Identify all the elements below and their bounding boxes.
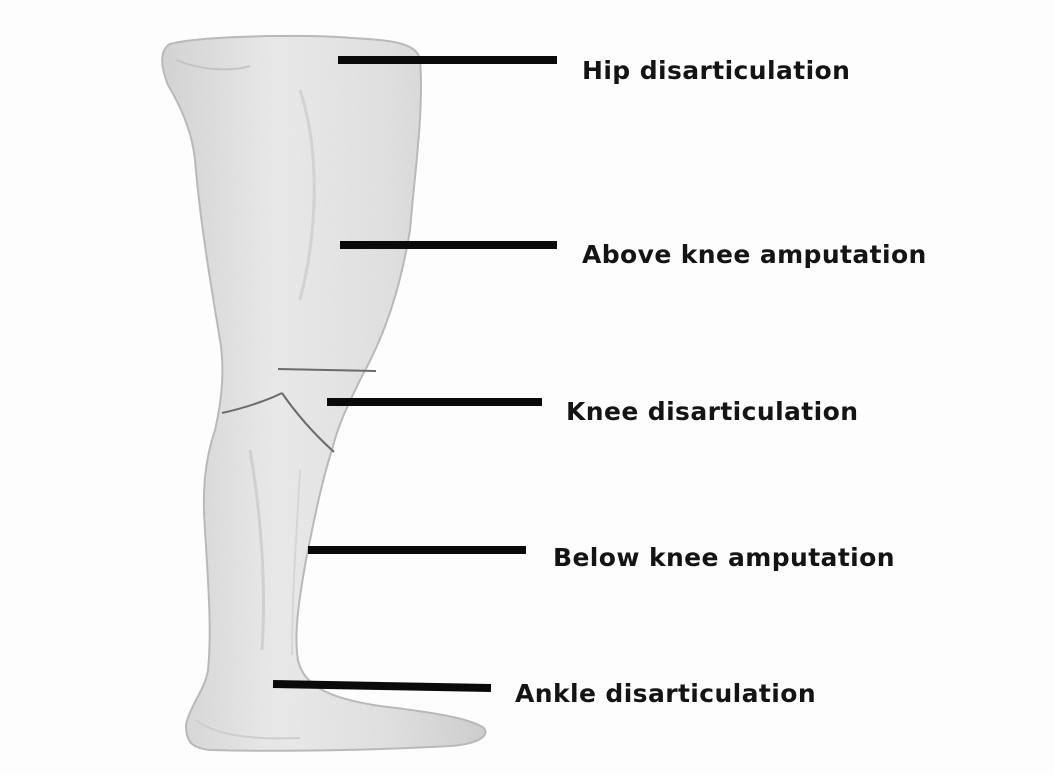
- ankle-pointer-line: [273, 684, 491, 688]
- label-below-knee-amputation: Below knee amputation: [553, 545, 895, 570]
- label-hip-disarticulation: Hip disarticulation: [582, 58, 850, 83]
- label-ankle-disarticulation: Ankle disarticulation: [515, 681, 816, 706]
- label-above-knee-amputation: Above knee amputation: [582, 242, 927, 267]
- label-knee-disarticulation: Knee disarticulation: [566, 399, 858, 424]
